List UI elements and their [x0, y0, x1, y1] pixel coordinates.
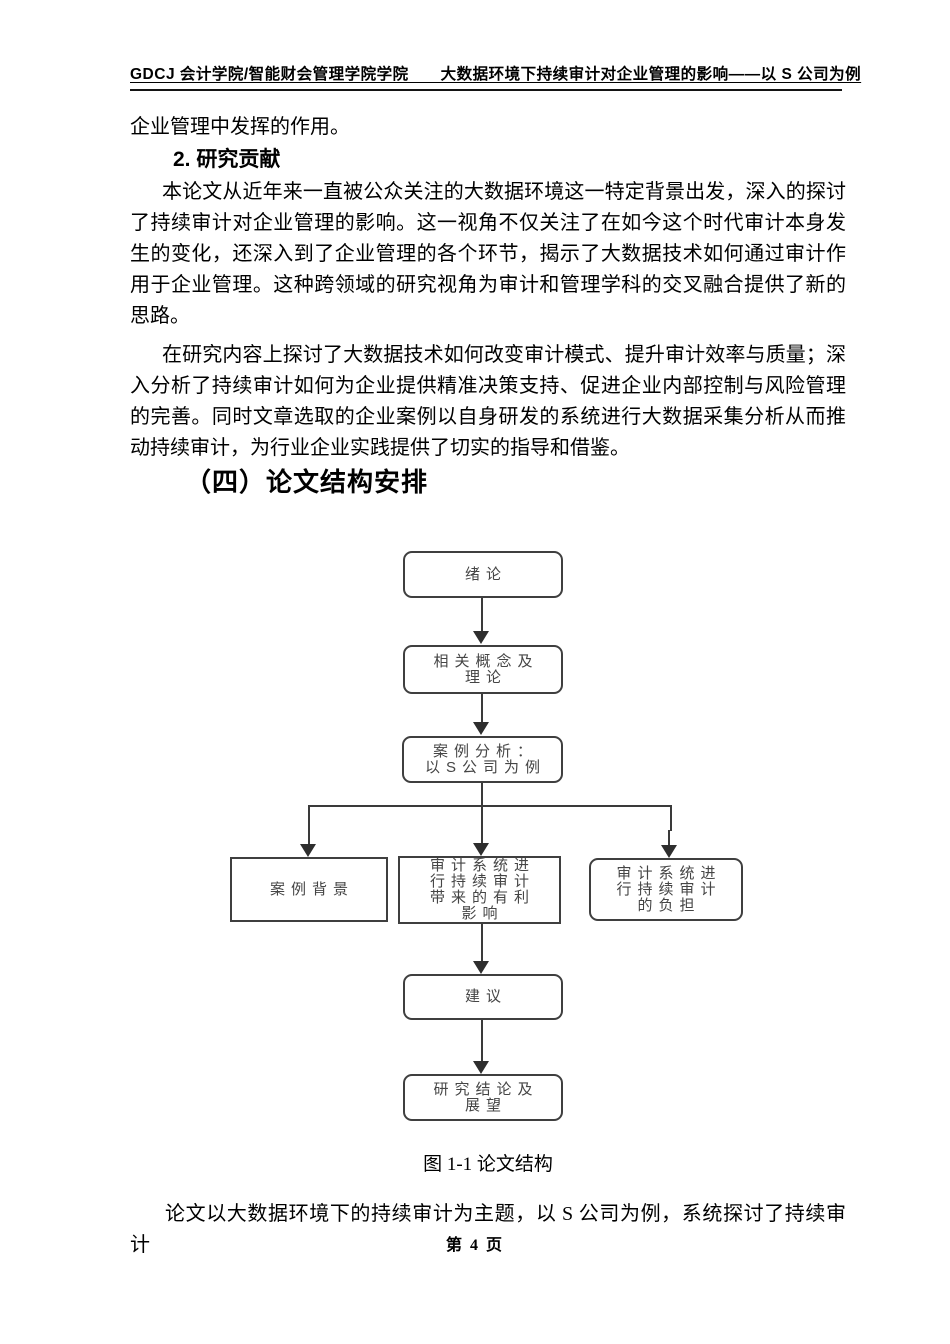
edge-concepts-case-arrowhead: [473, 722, 489, 735]
flow-node-favorable-impact: 审计系统进 行持续审计 带来的有利 影响: [398, 856, 561, 924]
edge-case-background-arrowhead: [300, 844, 316, 857]
flow-node-burden-label: 审计系统进 行持续审计 的负担: [616, 864, 722, 914]
page-number: 第 4 页: [445, 1237, 504, 1254]
flow-node-burden: 审计系统进 行持续审计 的负担: [589, 858, 743, 921]
flow-node-concepts-label: 相关概念及 理论: [433, 652, 539, 686]
edge-case-burden-arrowhead: [661, 845, 677, 858]
edge-case-benefits-arrowhead: [473, 843, 489, 856]
section-2-heading: 2. 研究贡献: [173, 148, 281, 171]
header-text: GDCJ 会计学院/智能财会管理学院学院 大数据环境下持续审计对企业管理的影响—…: [130, 66, 862, 83]
leading-paragraph: 企业管理中发挥的作用。: [130, 116, 350, 138]
flow-node-suggestions-label: 建议: [464, 988, 507, 1005]
section-2-paragraph-2: 在研究内容上探讨了大数据技术如何改变审计模式、提升审计效率与质量；深入分析了持续…: [130, 344, 846, 459]
edge-case-background-line: [308, 805, 310, 844]
flow-node-case-background: 案例背景: [230, 857, 388, 922]
edge-case-benefits-line: [481, 805, 483, 843]
edge-case-branch-stem: [481, 783, 483, 807]
flow-node-case-analysis: 案例分析： 以S公司为例: [402, 736, 563, 783]
section-2-paragraph-1: 本论文从近年来一直被公众关注的大数据环境这一特定背景出发，深入的探讨了持续审计对…: [130, 181, 846, 327]
edge-case-burden-line-upper: [670, 805, 672, 831]
figure-caption: 图 1-1 论文结构: [423, 1154, 553, 1175]
page-header: GDCJ 会计学院/智能财会管理学院学院 大数据环境下持续审计对企业管理的影响—…: [130, 62, 861, 91]
body-content: 企业管理中发挥的作用。 2. 研究贡献 本论文从近年来一直被公众关注的大数据环境…: [130, 112, 846, 500]
edge-suggestion-conclusion-line: [481, 1019, 483, 1061]
flow-node-conclusion: 研究结论及 展望: [403, 1074, 563, 1121]
edge-case-burden-line-lower: [668, 830, 670, 845]
edge-intro-concepts-arrowhead: [473, 631, 489, 644]
edge-benefits-suggestion-line: [481, 924, 483, 961]
edge-benefits-suggestion-arrowhead: [473, 961, 489, 974]
flow-node-favorable-impact-label: 审计系统进 行持续审计 带来的有利 影响: [429, 857, 535, 922]
flow-node-conclusion-label: 研究结论及 展望: [433, 1080, 539, 1114]
flow-node-introduction-label: 绪论: [464, 565, 507, 583]
closing-paragraph: 论文以大数据环境下的持续审计为主题，以 S 公司为例，系统探讨了持续审计: [130, 1203, 846, 1256]
flow-node-case-background-label: 案例背景: [269, 880, 354, 898]
section-4-heading: （四）论文结构安排: [185, 467, 429, 497]
edge-intro-concepts-line: [481, 597, 483, 631]
flow-node-case-analysis-label: 案例分析： 以S公司为例: [424, 742, 546, 776]
flow-node-concepts: 相关概念及 理论: [403, 645, 563, 694]
edge-concepts-case-line: [481, 694, 483, 723]
flow-node-introduction: 绪论: [403, 551, 563, 598]
edge-suggestion-conclusion-arrowhead: [473, 1061, 489, 1074]
branch-horizontal-line: [308, 805, 672, 807]
flow-node-suggestions: 建议: [403, 974, 563, 1020]
